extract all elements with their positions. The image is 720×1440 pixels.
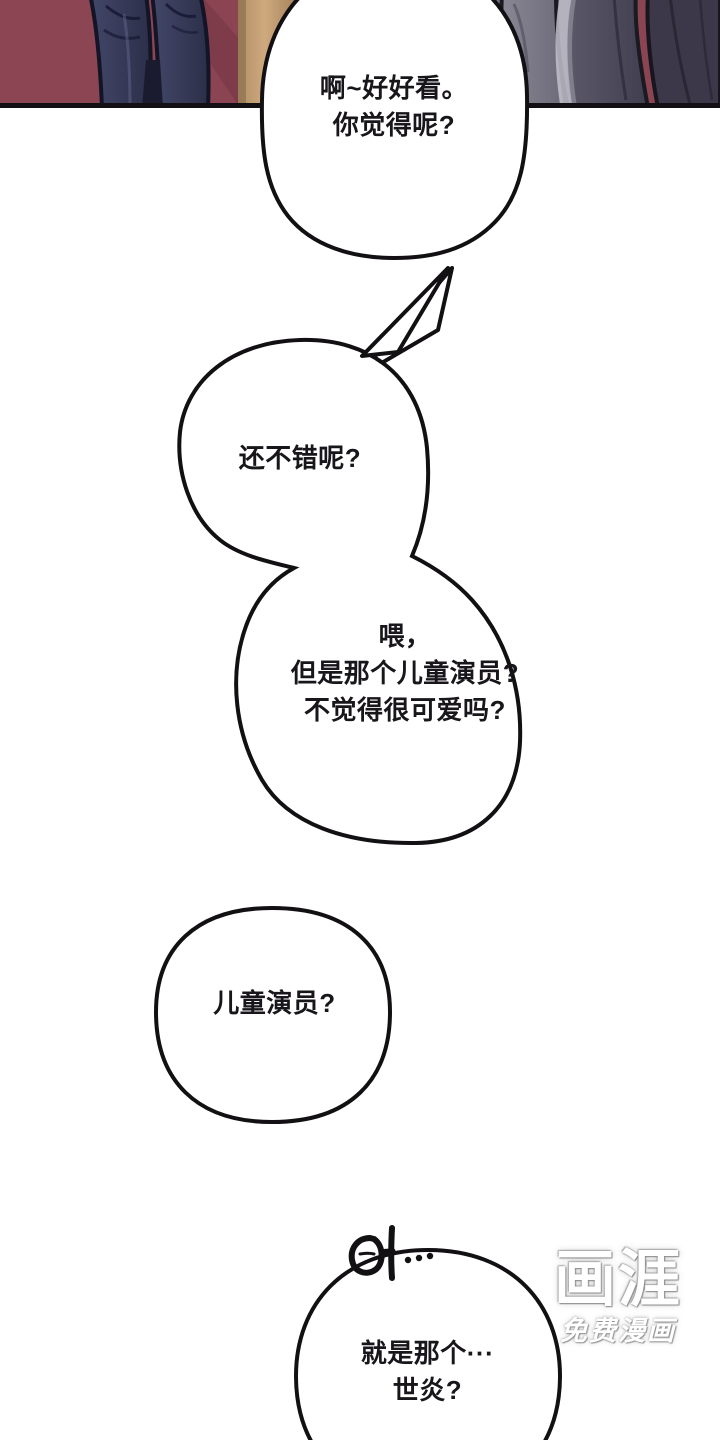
watermark-main-text: 画涯 [553, 1246, 682, 1314]
bubble-2-tail [360, 266, 450, 358]
bubble-2-text: 还不错呢? [238, 443, 362, 473]
watermark-sub-text: 免费漫画 [560, 1316, 676, 1346]
bubble-1-tail [354, 266, 454, 380]
bubble-4-text: 儿童演员? [213, 988, 336, 1018]
handwritten-sfx-eo [340, 1222, 460, 1292]
bubble-1-text: 啊~好好看。 你觉得呢? [319, 73, 469, 140]
bubble-3-text: 喂， 但是那个儿童演员? 不觉得很可爱吗? [290, 621, 520, 725]
bubble-5-text: 就是那个··· 世炎? [360, 1338, 495, 1405]
bubble-2-3-outline [177, 337, 523, 846]
site-watermark: 画涯 免费漫画 [528, 1248, 708, 1360]
sfx-strokes [348, 1225, 434, 1281]
